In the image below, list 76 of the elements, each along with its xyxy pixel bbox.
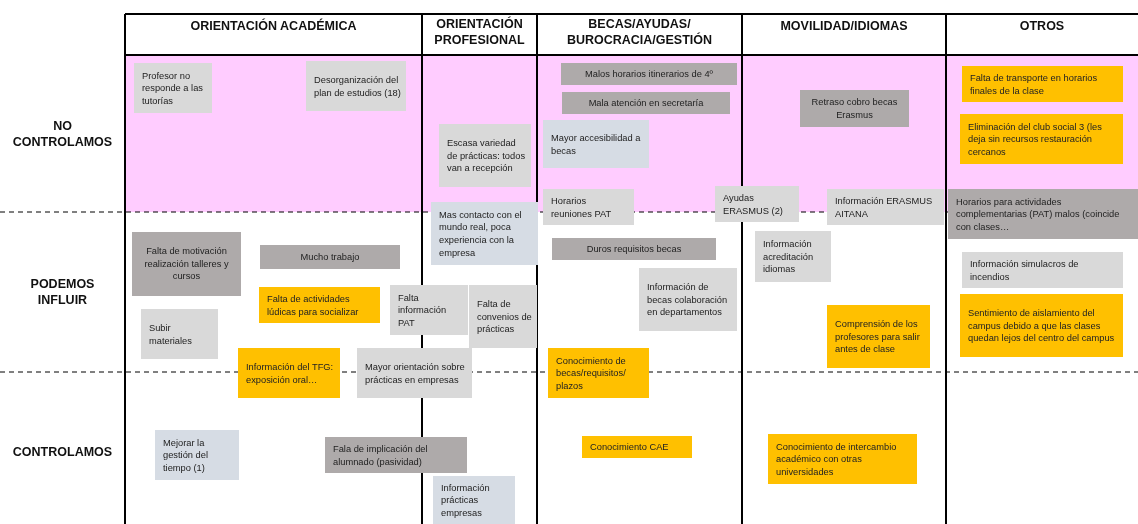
note-text: Información prácticas empresas bbox=[441, 481, 491, 520]
sticky-note bbox=[715, 186, 799, 222]
column-header: ORIENTACIÓN ACADÉMICA bbox=[189, 18, 358, 34]
note-text: Información acreditación idiomas bbox=[763, 238, 815, 276]
sticky-note bbox=[582, 436, 692, 458]
note-text: Ayudas ERASMUS (2) bbox=[723, 191, 784, 218]
note-text: Conocimiento CAE bbox=[590, 441, 669, 454]
note-text: Mala atención en secretaría bbox=[588, 96, 704, 110]
sticky-note bbox=[132, 232, 241, 296]
note-text: Mucho trabajo bbox=[300, 250, 360, 264]
note-text: Sentimiento de aislamiento del campus debido a que las clases quedan lejos del centro del campus bbox=[968, 307, 1116, 345]
sticky-note bbox=[543, 120, 649, 168]
note-text: Conocimiento de becas/requisitos/ plazos bbox=[556, 354, 627, 393]
sticky-note bbox=[357, 348, 472, 398]
note-text: Horarios para actividades complementarias (PAT) malos (coincide con clases… bbox=[956, 195, 1121, 234]
sticky-note bbox=[390, 285, 468, 335]
sticky-note bbox=[141, 309, 218, 359]
column-header: ORIENTACIÓN PROFESIONAL bbox=[433, 16, 526, 48]
row-label: PODEMOS INFLUIR bbox=[29, 276, 96, 308]
note-text: Subir materiales bbox=[149, 321, 193, 348]
sticky-note bbox=[469, 285, 537, 348]
note-text: Horarios reuniones PAT bbox=[551, 194, 613, 221]
note-text: Comprensión de los profesores para salir antes de clase bbox=[835, 318, 921, 356]
sticky-note bbox=[134, 63, 212, 113]
column-header: MOVILIDAD/IDIOMAS bbox=[779, 18, 909, 34]
sticky-note bbox=[755, 231, 831, 282]
note-text: Falta de motivación realización talleres y cursos bbox=[143, 245, 230, 283]
row-label: CONTROLAMOS bbox=[11, 444, 114, 460]
note-text: Falta información PAT bbox=[398, 291, 448, 330]
note-text: Mayor accesibilidad a becas bbox=[551, 131, 642, 158]
sticky-note bbox=[155, 430, 239, 480]
note-text: Información simulacros de incendios bbox=[970, 257, 1080, 284]
note-text: Falta de transporte en horarios finales de la clase bbox=[970, 71, 1099, 98]
note-text: Fala de implicación del alumnado (pasividad) bbox=[333, 442, 429, 469]
column-header: BECAS/AYUDAS/ BUROCRACIA/GESTIÓN bbox=[565, 16, 714, 48]
sticky-note bbox=[562, 92, 730, 114]
sticky-note bbox=[431, 202, 538, 265]
note-text: Mejorar la gestión del tiempo (1) bbox=[163, 436, 209, 475]
sticky-note bbox=[827, 189, 944, 225]
sticky-note bbox=[325, 437, 467, 473]
sticky-note bbox=[768, 434, 917, 484]
note-text: Mas contacto con el mundo real, poca experiencia con la empresa bbox=[439, 208, 523, 260]
note-text: Información de becas colaboración en departamentos bbox=[647, 281, 729, 319]
column-header: OTROS bbox=[1018, 18, 1066, 34]
sticky-note bbox=[960, 294, 1123, 357]
sticky-note bbox=[433, 476, 515, 524]
sticky-note bbox=[238, 348, 340, 398]
note-text: Retraso cobro becas Erasmus bbox=[810, 95, 899, 122]
row-label: NO CONTROLAMOS bbox=[11, 118, 114, 150]
sticky-note bbox=[548, 348, 649, 398]
sticky-note bbox=[962, 252, 1123, 288]
sticky-note bbox=[259, 287, 380, 323]
sticky-note bbox=[948, 189, 1138, 239]
note-text: Información del TFG: exposición oral… bbox=[246, 360, 335, 387]
note-text: Falta de actividades lúdicas para socializar bbox=[267, 292, 360, 319]
sticky-note bbox=[960, 114, 1123, 164]
sticky-note bbox=[827, 305, 930, 368]
sticky-note bbox=[561, 63, 737, 85]
note-text: Conocimiento de intercambio académico con otras universidades bbox=[776, 440, 898, 479]
note-text: Mayor orientación sobre prácticas en empresas bbox=[365, 360, 466, 387]
sticky-note bbox=[543, 189, 634, 225]
sticky-note bbox=[962, 66, 1123, 102]
sticky-note bbox=[306, 61, 406, 111]
sticky-note bbox=[439, 124, 531, 187]
note-text: Falta de convenios de prácticas bbox=[477, 298, 532, 336]
note-text: Información ERASMUS AITANA bbox=[835, 194, 934, 221]
sticky-note bbox=[260, 245, 400, 269]
sticky-note bbox=[639, 268, 737, 331]
note-text: Profesor no responde a las tutorías bbox=[142, 69, 204, 108]
note-text: Eliminación del club social 3 (les deja sin recursos restauración cercanos bbox=[968, 120, 1103, 159]
note-text: Escasa variedad de prácticas: todos van a recepción bbox=[447, 137, 526, 175]
sticky-note bbox=[800, 90, 909, 127]
note-text: Malos horarios itinerarios de 4º bbox=[585, 67, 713, 81]
sticky-note bbox=[552, 238, 716, 260]
note-text: Duros requisitos becas bbox=[586, 242, 682, 256]
note-text: Desorganización del plan de estudios (18) bbox=[314, 73, 401, 100]
